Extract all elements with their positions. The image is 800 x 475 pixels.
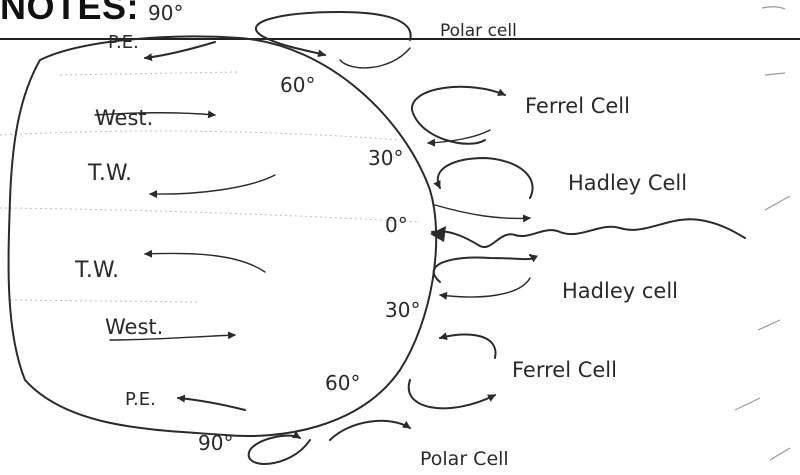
cell-label-polar-n: Polar cell <box>440 21 517 41</box>
latitude-label-n90: 90° <box>148 1 183 25</box>
hadley-cell-n-lower <box>435 205 530 218</box>
polar-easterlies-s-arrow <box>178 398 245 410</box>
wind-label-polar-easterlies-s: P.E. <box>125 389 156 410</box>
wind-label-trade-winds-n: T.W. <box>87 161 132 186</box>
faint-line <box>60 72 240 75</box>
equator-arrowhead <box>430 226 446 242</box>
hadley-cell-s-loop <box>434 255 533 282</box>
ferrel-cell-s-loop <box>440 334 496 358</box>
polar-cell-n-lower-loop <box>340 48 410 68</box>
margin-mark <box>765 196 790 210</box>
ferrel-cell-n-loop <box>412 87 505 144</box>
latitude-label-n30: 30° <box>368 146 403 170</box>
wind-label-polar-easterlies-n: P.E. <box>108 32 139 53</box>
cell-label-ferrel-s: Ferrel Cell <box>512 358 617 382</box>
polar-cell-s-loop <box>249 436 310 464</box>
latitude-label-n60: 60° <box>280 73 315 97</box>
latitude-label-equator: 0° <box>385 213 408 237</box>
cell-label-ferrel-n: Ferrel Cell <box>525 94 630 118</box>
polar-easterlies-n-arrow <box>145 42 215 58</box>
faint-line <box>0 131 400 140</box>
margin-mark <box>765 73 785 75</box>
hadley-cell-n-loop <box>438 158 533 198</box>
latitude-label-s30: 30° <box>385 298 420 322</box>
margin-mark <box>762 7 785 9</box>
cell-label-hadley-n: Hadley Cell <box>568 171 687 195</box>
wind-label-trade-winds-s: T.W. <box>74 258 119 283</box>
trade-winds-s-arrow <box>145 253 265 272</box>
cell-label-polar-s: Polar Cell <box>420 448 509 470</box>
wind-label-westerlies-n: West. <box>95 106 153 130</box>
latitude-label-s90: 90° <box>198 431 233 455</box>
wind-label-westerlies-s: West. <box>105 315 163 339</box>
margin-mark <box>770 448 790 460</box>
trade-winds-n-arrow <box>150 175 275 194</box>
ferrel-cell-s-lower <box>409 380 495 408</box>
earth-outline <box>9 36 437 436</box>
equator-wavy-line <box>432 219 745 247</box>
hadley-cell-s-lower <box>440 278 530 297</box>
cell-label-hadley-s: Hadley cell <box>562 279 678 303</box>
polar-cell-n-loop <box>256 12 411 55</box>
faint-line <box>10 300 200 302</box>
margin-mark <box>758 320 780 330</box>
faint-line <box>0 208 420 222</box>
margin-mark <box>735 398 760 410</box>
polar-cell-s-upper <box>330 421 410 440</box>
latitude-label-s60: 60° <box>325 371 360 395</box>
